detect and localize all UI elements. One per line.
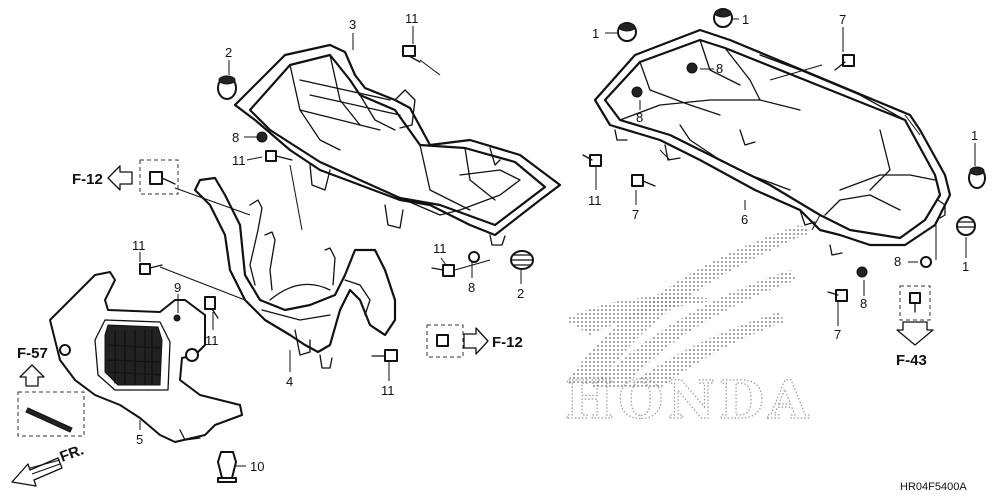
callout-1: 1 [962,259,969,274]
callout-5: 5 [136,432,143,447]
front-label: FR. [58,442,87,466]
nut-8-r2 [631,86,643,98]
ref-f57: F-57 [17,345,85,437]
callout-8: 8 [468,280,475,295]
callout-11: 11 [205,333,219,348]
front-guard [193,176,397,369]
bolt-f43 [909,292,921,313]
rubber-cap-1-br [956,216,976,236]
ref-f43: F-43 [896,285,934,369]
ref-label-f43: F-43 [896,352,927,369]
ref-label-f57: F-57 [17,345,48,362]
callout-11: 11 [433,241,447,256]
nut-8-r4 [920,256,932,268]
callout-11: 11 [588,193,602,208]
bolt-7-bottom [827,289,848,302]
bolt-11-left [265,150,293,162]
rubber-cap-1-tl [617,22,637,42]
clip-9 [173,314,181,322]
nut-8-left [256,131,268,143]
rubber-cap-2-top [217,75,237,100]
honda-wing-logo: HONDA [564,225,812,432]
ref-box-f57 [17,391,85,437]
rubber-cap-1-top [713,8,733,28]
bolt-11-mid [431,264,455,277]
emblem-icon [25,407,73,433]
arrow-left-icon [107,165,133,191]
bolts [139,45,921,362]
bolt-11-rail [149,171,176,185]
nut-8-mid [468,251,480,263]
diagram-code: HR04F5400A [900,481,967,493]
callout-11: 11 [405,11,419,26]
bolt-11-bottom [371,349,398,362]
ref-box-f12-left [139,159,179,195]
front-carrier [233,43,562,246]
callout-1: 1 [592,26,599,41]
bolt-7-top [834,54,855,71]
arrow-right-icon [463,327,489,355]
rubber-caps [217,8,986,270]
callout-8: 8 [232,130,239,145]
callout-9: 9 [174,280,181,295]
ref-f12-right: F-12 [426,324,523,358]
ref-f12-left: F-12 [72,159,179,195]
callout-10: 10 [250,459,264,474]
ref-label-f12-right: F-12 [492,334,523,351]
callout-3: 3 [349,17,356,32]
rubber-cap-2-mid [510,250,534,270]
callout-8: 8 [716,61,723,76]
bolt-11-bar [139,263,163,275]
ref-box-f12-right [426,324,464,358]
callout-7: 7 [834,327,841,342]
callout-7: 7 [839,12,846,27]
bolt-11-rear [582,154,602,167]
callout-11: 11 [381,383,395,398]
nuts-and-clips [173,62,932,483]
callout-6: 6 [741,212,748,227]
callout-2: 2 [517,286,524,301]
bolt-11-top [402,45,421,63]
bolt-7-side [631,174,656,187]
callout-11: 11 [232,153,246,168]
nut-8-r3 [856,266,868,278]
rear-carrier [593,28,952,256]
callout-8: 8 [894,254,901,269]
callout-8: 8 [860,296,867,311]
front-direction: FR. [11,442,87,487]
rubber-cap-1-right [968,166,986,189]
callout-11: 11 [132,238,146,253]
nut-8-r1 [686,62,698,74]
callout-2: 2 [225,45,232,60]
callout-7: 7 [632,207,639,222]
honda-logo-text: HONDA [565,370,812,431]
pin-10 [217,451,237,483]
front-bumper [49,271,243,443]
callout-numbers: 3 11 2 8 11 11 11 9 11 4 11 11 8 2 5 10 … [132,11,978,474]
callout-8: 8 [636,110,643,125]
callout-1: 1 [742,12,749,27]
ref-box-f43 [899,285,931,321]
ref-label-f12-left: F-12 [72,171,103,188]
arrow-up-icon [19,364,45,387]
callout-4: 4 [286,374,293,389]
leader-lines [139,18,976,467]
arrow-down-icon [896,321,934,346]
bolt-11-low [204,296,219,319]
bolt-11-f12-right [436,334,449,347]
callout-1: 1 [971,128,978,143]
